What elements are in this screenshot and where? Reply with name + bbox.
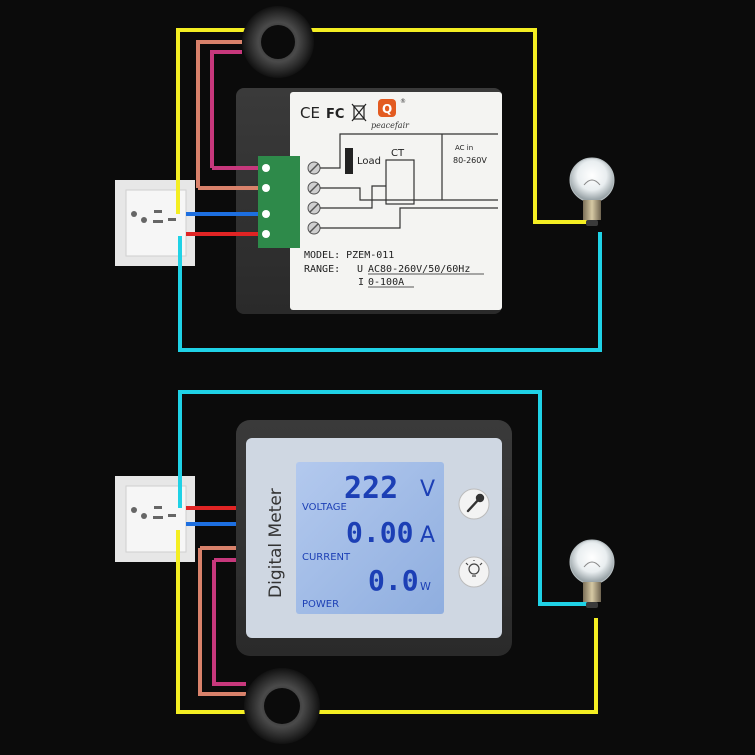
- wrench-icon: [466, 493, 485, 513]
- recycle-bin-icon: [351, 103, 367, 122]
- brand-name: peacefair: [371, 121, 410, 130]
- top-wires: [176, 28, 602, 352]
- brand-logo-icon: [378, 99, 396, 117]
- bottom-bulb-icon: [569, 539, 615, 608]
- model-line: MODEL: PZEM-011: [304, 250, 394, 261]
- top-meter-label-panel: [290, 92, 502, 310]
- brand-logo-letter: Q: [382, 102, 392, 116]
- bottom-wall-socket: [115, 476, 195, 562]
- top-diagram: Load CT AC in 80-260V CE FC Q peacefair …: [115, 6, 615, 352]
- meter-side-title: Digital Meter: [266, 488, 286, 598]
- current-unit: A: [420, 523, 435, 548]
- range-label: RANGE:: [304, 264, 340, 275]
- ce-mark: CE: [300, 104, 320, 122]
- top-wall-socket: [115, 180, 195, 266]
- voltage-label: VOLTAGE: [302, 502, 347, 513]
- bottom-wires: [176, 390, 598, 714]
- power-unit: W: [420, 580, 431, 593]
- current-label: CURRENT: [302, 552, 351, 563]
- range-i-prefix: I: [358, 277, 364, 288]
- power-value: 0.0: [368, 564, 419, 597]
- range-u-prefix: U: [357, 264, 363, 275]
- brand-registered: ®: [400, 98, 406, 105]
- ac-in-label: AC in: [455, 144, 473, 152]
- ct-label: CT: [391, 148, 405, 159]
- load-resistor: [345, 148, 353, 174]
- fc-mark: FC: [326, 107, 344, 122]
- power-label: POWER: [302, 599, 339, 610]
- current-value: 0.00: [346, 516, 413, 549]
- range-u-value: AC80-260V/50/60Hz: [368, 264, 470, 275]
- ac-range-label: 80-260V: [453, 156, 487, 165]
- settings-button[interactable]: [458, 488, 490, 520]
- range-i-value: 0-100A: [368, 277, 404, 288]
- bottom-diagram: Digital Meter 222 V VOLTAGE 0.00 A CURRE…: [115, 390, 615, 744]
- label-schematic: [320, 133, 498, 229]
- backlight-button[interactable]: [458, 556, 490, 588]
- bulb-icon: [465, 560, 483, 577]
- top-bulb-icon: [569, 157, 615, 226]
- load-label: Load: [357, 156, 381, 167]
- voltage-unit: V: [420, 477, 435, 502]
- lcd-screen: [296, 462, 444, 614]
- voltage-value: 222: [344, 471, 398, 506]
